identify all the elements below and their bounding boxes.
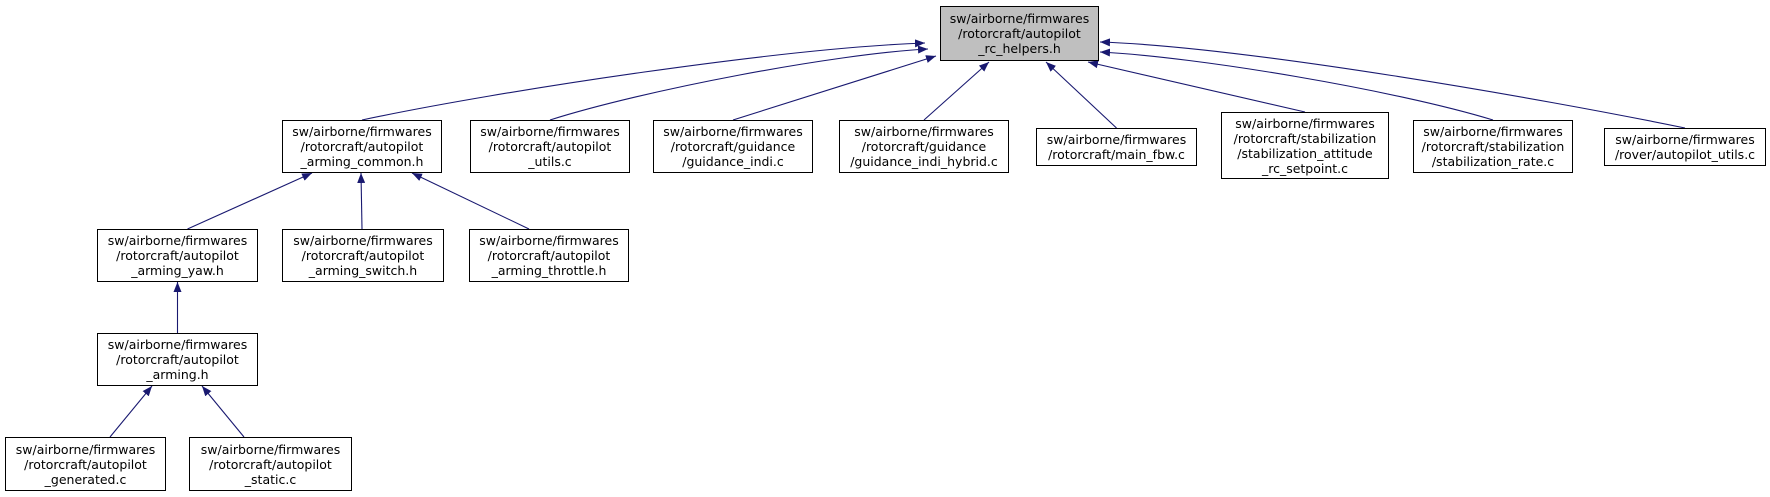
node-arming-throttle[interactable]: sw/airborne/firmwares/rotorcraft/autopil… (469, 229, 629, 282)
node-label-line: /stabilization_rate.c (1431, 154, 1555, 169)
node-stab-rate[interactable]: sw/airborne/firmwares/rotorcraft/stabili… (1413, 120, 1573, 173)
node-label-line: sw/airborne/firmwares (1615, 132, 1755, 147)
edge-stab-attitude-rc-to-root (1087, 60, 1306, 113)
node-label-line: sw/airborne/firmwares (479, 233, 619, 248)
edge-guidance-indi-hybrid-to-root (923, 61, 990, 121)
edge-rover-utils-to-root (1099, 38, 1686, 129)
node-label-line: /rotorcraft/autopilot (300, 139, 424, 154)
node-root: sw/airborne/firmwares/rotorcraft/autopil… (940, 6, 1099, 61)
node-label-line: _rc_helpers.h (978, 41, 1061, 56)
edge-arming-common-to-root (361, 39, 926, 121)
node-label-line: _arming_throttle.h (491, 263, 607, 278)
node-label-line: /rover/autopilot_utils.c (1614, 147, 1756, 162)
node-label-line: sw/airborne/firmwares (949, 11, 1090, 26)
node-label-line: sw/airborne/firmwares (480, 124, 620, 139)
node-label-line: sw/airborne/firmwares (200, 441, 341, 457)
node-label-line: sw/airborne/firmwares (1423, 124, 1563, 139)
node-label-line: sw/airborne/firmwares (663, 124, 803, 139)
node-label-line: /rotorcraft/guidance (670, 139, 796, 154)
edge-guidance-indi-to-root (732, 55, 937, 121)
node-label-line: sw/airborne/firmwares (1235, 115, 1375, 131)
node-rover-utils[interactable]: sw/airborne/firmwares/rover/autopilot_ut… (1604, 128, 1766, 166)
node-label-line: /rotorcraft/main_fbw.c (1048, 147, 1185, 162)
edge-arming-switch-to-arming-common (357, 172, 366, 230)
node-label-line: /rotorcraft/autopilot (487, 248, 611, 263)
edge-arming-yaw-to-arming-common (187, 172, 313, 230)
node-label-line: sw/airborne/firmwares (293, 233, 433, 248)
edge-autopilot-static-to-arming (201, 385, 245, 438)
edge-autopilot-generated-to-arming (109, 385, 153, 438)
node-label-line: _arming_yaw.h (131, 263, 224, 278)
node-label-line: /rotorcraft/guidance (861, 139, 987, 154)
node-guidance-indi-hybrid[interactable]: sw/airborne/firmwares/rotorcraft/guidanc… (839, 120, 1009, 173)
node-label-line: /rotorcraft/autopilot (116, 248, 239, 263)
node-guidance-indi[interactable]: sw/airborne/firmwares/rotorcraft/guidanc… (653, 120, 813, 173)
node-autopilot-generated[interactable]: sw/airborne/firmwares/rotorcraft/autopil… (5, 437, 166, 491)
node-label-line: /stabilization_attitude (1237, 145, 1373, 161)
node-main-fbw[interactable]: sw/airborne/firmwares/rotorcraft/main_fb… (1036, 128, 1197, 166)
node-label-line: /rotorcraft/stabilization (1421, 139, 1565, 154)
edge-main-fbw-to-root (1045, 61, 1117, 129)
node-label-line: /rotorcraft/autopilot (116, 352, 239, 367)
node-label-line: sw/airborne/firmwares (854, 124, 994, 139)
node-label-line: sw/airborne/firmwares (107, 337, 248, 352)
node-arming-switch[interactable]: sw/airborne/firmwares/rotorcraft/autopil… (282, 229, 444, 282)
node-stab-attitude-rc[interactable]: sw/airborne/firmwares/rotorcraft/stabili… (1221, 112, 1389, 179)
node-label-line: _arming_common.h (300, 154, 424, 169)
node-label-line: sw/airborne/firmwares (1046, 132, 1187, 147)
node-label-line: /rotorcraft/autopilot (301, 248, 425, 263)
edge-stab-rate-to-root (1099, 48, 1494, 121)
edge-arming-throttle-to-arming-common (411, 172, 530, 230)
edge-layer (109, 38, 1686, 438)
node-label-line: /rotorcraft/autopilot (209, 456, 332, 472)
node-label-line: /rotorcraft/autopilot (488, 139, 612, 154)
node-label-line: _generated.c (44, 471, 127, 487)
node-label-line: /rotorcraft/autopilot (958, 26, 1081, 41)
node-label-line: sw/airborne/firmwares (15, 441, 156, 457)
node-label-line: sw/airborne/firmwares (107, 233, 248, 248)
node-label-line: _arming_switch.h (308, 263, 418, 278)
node-label-line: sw/airborne/firmwares (292, 124, 432, 139)
node-autopilot-utils[interactable]: sw/airborne/firmwares/rotorcraft/autopil… (470, 120, 630, 173)
node-label-line: /rotorcraft/autopilot (24, 456, 147, 472)
node-label-line: /guidance_indi_hybrid.c (850, 154, 998, 169)
node-arming-common[interactable]: sw/airborne/firmwares/rotorcraft/autopil… (282, 120, 442, 173)
node-label-line: _arming.h (146, 367, 209, 382)
node-arming[interactable]: sw/airborne/firmwares/rotorcraft/autopil… (97, 333, 258, 386)
edge-autopilot-utils-to-root (549, 45, 929, 121)
node-label-line: /guidance_indi.c (682, 154, 784, 169)
node-label-line: _rc_setpoint.c (1261, 160, 1349, 176)
node-label-line: _static.c (244, 471, 297, 487)
node-arming-yaw[interactable]: sw/airborne/firmwares/rotorcraft/autopil… (97, 229, 258, 282)
node-autopilot-static[interactable]: sw/airborne/firmwares/rotorcraft/autopil… (189, 437, 352, 491)
node-label-line: /rotorcraft/stabilization (1233, 130, 1377, 146)
node-label-line: _utils.c (528, 154, 572, 169)
